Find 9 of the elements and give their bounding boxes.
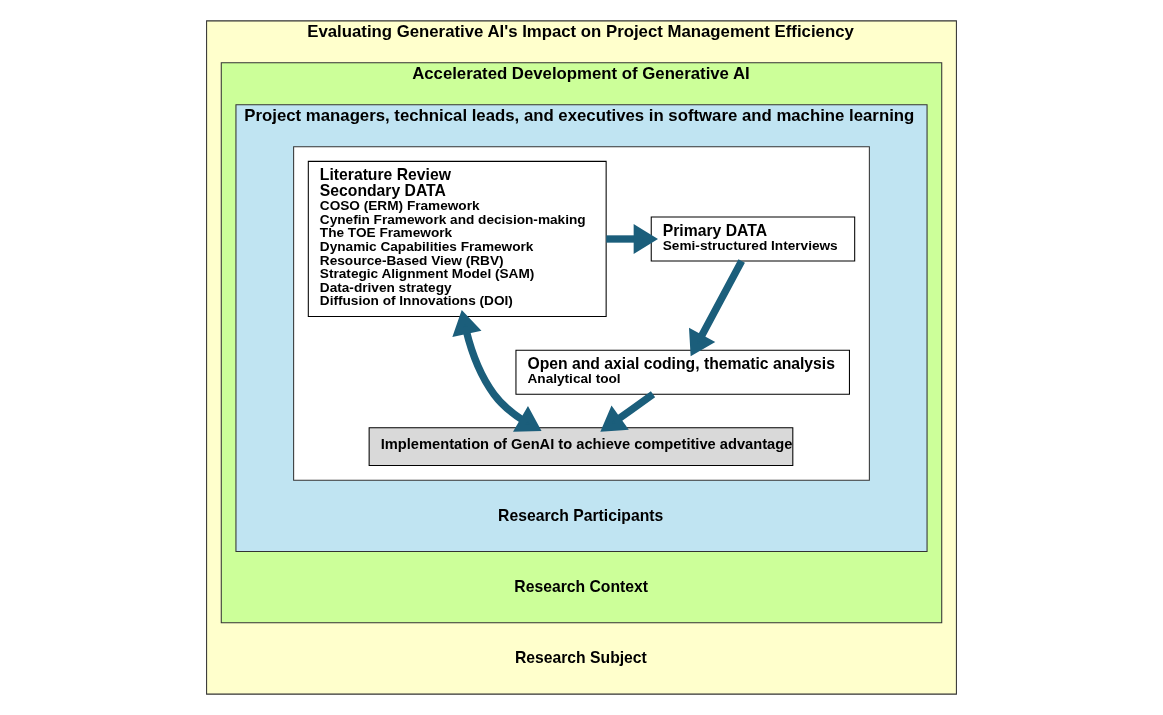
node-box: Literature Review Secondary DATA COSO (ERM) Framework Cynefin Framework and decision-making The TOE Framework Dynamic Capabilities Framework Resource-Based View (RBV) Strategic Alignment Model (SAM) Data-driven strategy Diffusion of Innovations (DOI) (307, 160, 607, 318)
arrow (606, 224, 658, 254)
node-box: Implementation of GenAI to achieve competitive advantage (368, 427, 794, 467)
arrow (452, 310, 542, 432)
arrow (600, 391, 656, 432)
node-box: Primary DATA Semi-structured Interviews (650, 216, 856, 262)
arrow (689, 259, 745, 357)
node-box: Open and axial coding, thematic analysis Analytical tool (515, 349, 850, 395)
cluster (293, 146, 870, 481)
